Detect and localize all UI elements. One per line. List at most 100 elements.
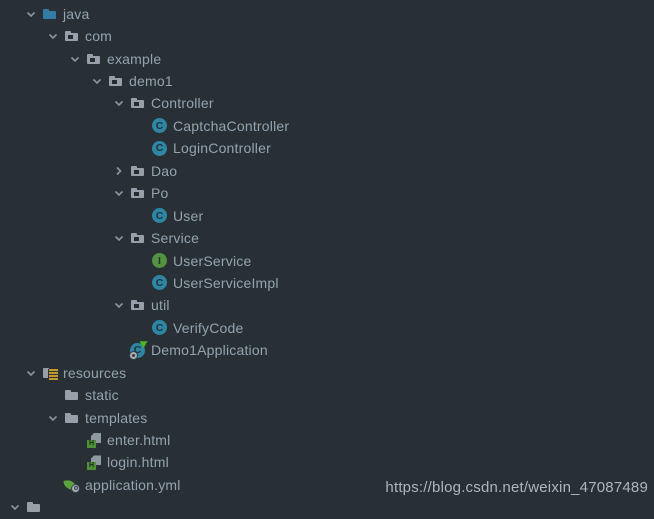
chevron-down-icon[interactable]	[64, 51, 86, 67]
class-icon-letter: C	[152, 118, 167, 134]
chevron-spacer	[130, 118, 152, 134]
package-folder-icon	[86, 51, 102, 67]
chevron-down-icon[interactable]	[108, 297, 130, 313]
class-icon-letter: C	[152, 140, 167, 156]
chevron-spacer	[64, 432, 86, 448]
tree-item-login-html[interactable]: H login.html	[0, 451, 654, 473]
tree-item-controller[interactable]: Controller	[0, 92, 654, 114]
tree-item-label: UserServiceImpl	[173, 274, 279, 291]
class-icon-letter: C	[152, 208, 167, 224]
tree-item-label: Demo1Application	[151, 342, 268, 359]
tree-item-label: User	[173, 207, 204, 224]
package-dot	[90, 57, 95, 62]
tree-item-userserviceimpl[interactable]: C UserServiceImpl	[0, 272, 654, 294]
chevron-spacer	[130, 320, 152, 336]
tree-item-user[interactable]: C User	[0, 204, 654, 226]
chevron-down-icon[interactable]	[86, 73, 108, 89]
chevron-spacer	[64, 454, 86, 470]
interface-icon-letter: I	[152, 253, 167, 269]
run-config-gear-icon	[129, 351, 138, 361]
tree-item-label: VerifyCode	[173, 319, 244, 336]
chevron-down-icon[interactable]	[108, 95, 130, 111]
chevron-right-icon[interactable]	[108, 163, 130, 179]
tree-item-userservice[interactable]: I UserService	[0, 249, 654, 271]
tree-item-dao[interactable]: Dao	[0, 160, 654, 182]
folder-icon	[64, 410, 80, 426]
folder-icon	[26, 499, 42, 515]
tree-item-label: login.html	[107, 454, 169, 471]
tree-item-label: templates	[85, 409, 148, 426]
package-dot	[134, 237, 139, 242]
tree-item-demo1[interactable]: demo1	[0, 70, 654, 92]
tree-item-label: com	[85, 28, 113, 45]
class-icon: C	[152, 118, 168, 134]
package-dot	[134, 169, 139, 174]
tree-item-templates[interactable]: templates	[0, 406, 654, 428]
tree-item-static[interactable]: static	[0, 384, 654, 406]
tree-item-label: UserService	[173, 252, 252, 269]
chevron-spacer	[130, 140, 152, 156]
spring-boot-main-class-icon: C	[129, 338, 150, 361]
resources-stripes	[48, 368, 58, 380]
ide-project-tree-panel: { "tree": { "rows": [ {"label": "java", …	[0, 3, 654, 513]
spring-config-file-icon	[63, 477, 80, 493]
interface-icon: I	[152, 253, 168, 269]
chevron-down-icon[interactable]	[20, 365, 42, 381]
package-folder-icon	[130, 297, 146, 313]
package-folder-icon	[130, 230, 146, 246]
package-folder-icon	[64, 28, 80, 44]
chevron-down-icon[interactable]	[4, 499, 26, 515]
html-page-shape	[91, 433, 101, 444]
tree-item-resources[interactable]: resources	[0, 362, 654, 384]
watermark: https://blog.csdn.net/weixin_47087489	[385, 479, 648, 496]
html-page-shape	[91, 455, 101, 466]
package-dot	[112, 80, 117, 85]
tree-item-label: resources	[63, 364, 127, 381]
resources-folder-icon	[42, 365, 58, 381]
package-folder-icon	[130, 185, 146, 201]
tree-item-label: Service	[151, 230, 200, 247]
chevron-down-icon[interactable]	[42, 28, 64, 44]
tree-item-example[interactable]: example	[0, 47, 654, 69]
chevron-spacer	[42, 387, 64, 403]
tree-item-label: example	[107, 50, 162, 67]
package-folder-icon	[108, 73, 124, 89]
tree-item-java[interactable]: java	[0, 3, 654, 25]
tree-item-application-yml[interactable]: application.yml	[0, 474, 654, 496]
tree-item-label: java	[63, 5, 90, 22]
chevron-spacer	[130, 253, 152, 269]
chevron-down-icon[interactable]	[20, 6, 42, 22]
chevron-down-icon[interactable]	[108, 230, 130, 246]
package-dot	[134, 192, 139, 197]
html-icon-letter: H	[87, 462, 96, 471]
html-file-icon: H	[86, 454, 102, 471]
class-icon: C	[152, 275, 168, 291]
tree-item-enter-html[interactable]: H enter.html	[0, 429, 654, 451]
folder-icon	[64, 387, 80, 403]
tree-item-util[interactable]: util	[0, 294, 654, 316]
tree-item-label: demo1	[129, 73, 173, 90]
tree-item-label: LoginController	[173, 140, 271, 157]
tree-item-logincontroller[interactable]: C LoginController	[0, 137, 654, 159]
chevron-down-icon[interactable]	[42, 410, 64, 426]
tree-item-captchacontroller[interactable]: C CaptchaController	[0, 115, 654, 137]
package-dot	[134, 102, 139, 107]
tree-item-po[interactable]: Po	[0, 182, 654, 204]
chevron-spacer	[108, 342, 130, 358]
tree-item-demo1application[interactable]: C Demo1Application	[0, 338, 654, 361]
tree-item-verifycode[interactable]: C VerifyCode	[0, 317, 654, 339]
tree-item-service[interactable]: Service	[0, 227, 654, 249]
package-dot	[68, 35, 73, 40]
package-dot	[134, 304, 139, 309]
chevron-spacer	[130, 208, 152, 224]
tree-item-partial[interactable]	[0, 496, 654, 518]
html-icon-letter: H	[87, 440, 96, 449]
source-folder-icon	[42, 6, 58, 22]
class-icon: C	[152, 140, 168, 156]
tree-item-label: util	[151, 297, 170, 314]
tree-item-label: enter.html	[107, 432, 171, 449]
config-gear-icon	[71, 483, 80, 493]
tree-item-com[interactable]: com	[0, 25, 654, 47]
chevron-spacer	[42, 477, 64, 493]
chevron-down-icon[interactable]	[108, 185, 130, 201]
